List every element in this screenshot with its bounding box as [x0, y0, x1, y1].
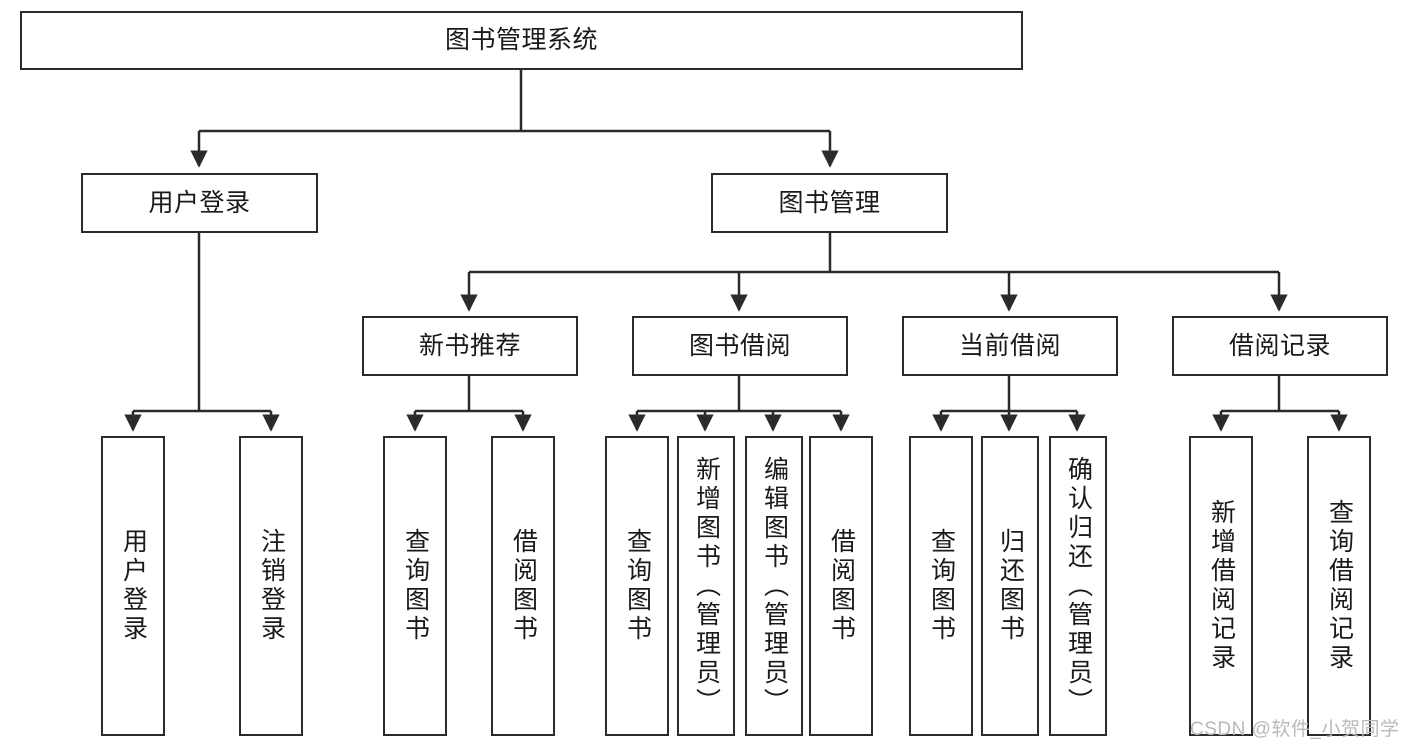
node-label: 查询图书: [623, 528, 652, 644]
leaf-current-query-book[interactable]: 查询图书: [909, 436, 973, 736]
node-label: 图书借阅: [688, 331, 791, 360]
leaf-borrow-edit-book-admin[interactable]: 编辑图书（管理员）: [745, 436, 803, 736]
leaf-user-login-login[interactable]: 用户登录: [101, 436, 165, 736]
leaf-recommend-query-book[interactable]: 查询图书: [383, 436, 447, 736]
node-label: 查询借阅记录: [1325, 499, 1354, 673]
leaf-borrow-borrow-book[interactable]: 借阅图书: [809, 436, 873, 736]
leaf-borrow-query-book[interactable]: 查询图书: [605, 436, 669, 736]
node-label: 图书管理系统: [444, 26, 598, 55]
node-label: 归还图书: [996, 528, 1025, 644]
leaf-record-add-record[interactable]: 新增借阅记录: [1189, 436, 1253, 736]
node-label: 查询图书: [927, 528, 956, 644]
node-label: 编辑图书（管理员）: [760, 455, 789, 717]
node-label: 借阅图书: [827, 528, 856, 644]
node-book-borrow[interactable]: 图书借阅: [632, 316, 848, 376]
leaf-record-query-record[interactable]: 查询借阅记录: [1307, 436, 1371, 736]
node-label: 图书管理: [778, 188, 881, 217]
leaf-recommend-borrow-book[interactable]: 借阅图书: [491, 436, 555, 736]
node-label: 借阅图书: [509, 528, 538, 644]
node-label: 新书推荐: [418, 331, 521, 360]
leaf-borrow-add-book-admin[interactable]: 新增图书（管理员）: [677, 436, 735, 736]
csdn-watermark: CSDN @软件_小贺同学: [1190, 719, 1400, 740]
leaf-current-return-book[interactable]: 归还图书: [981, 436, 1039, 736]
node-label: 当前借阅: [958, 331, 1061, 360]
leaf-user-login-logout[interactable]: 注销登录: [239, 436, 303, 736]
node-label: 借阅记录: [1228, 331, 1331, 360]
node-label: 确认归还（管理员）: [1064, 455, 1093, 717]
node-label: 用户登录: [148, 188, 251, 217]
node-book-management[interactable]: 图书管理: [711, 173, 948, 233]
node-label: 查询图书: [401, 528, 430, 644]
leaf-current-confirm-return-admin[interactable]: 确认归还（管理员）: [1049, 436, 1107, 736]
node-current-borrow[interactable]: 当前借阅: [902, 316, 1118, 376]
node-label: 新增借阅记录: [1207, 499, 1236, 673]
node-root-system[interactable]: 图书管理系统: [20, 11, 1023, 70]
node-borrow-record[interactable]: 借阅记录: [1172, 316, 1388, 376]
node-label: 用户登录: [119, 528, 148, 644]
node-label: 新增图书（管理员）: [692, 455, 721, 717]
node-user-login[interactable]: 用户登录: [81, 173, 318, 233]
node-label: 注销登录: [257, 528, 286, 644]
node-new-book-recommend[interactable]: 新书推荐: [362, 316, 578, 376]
